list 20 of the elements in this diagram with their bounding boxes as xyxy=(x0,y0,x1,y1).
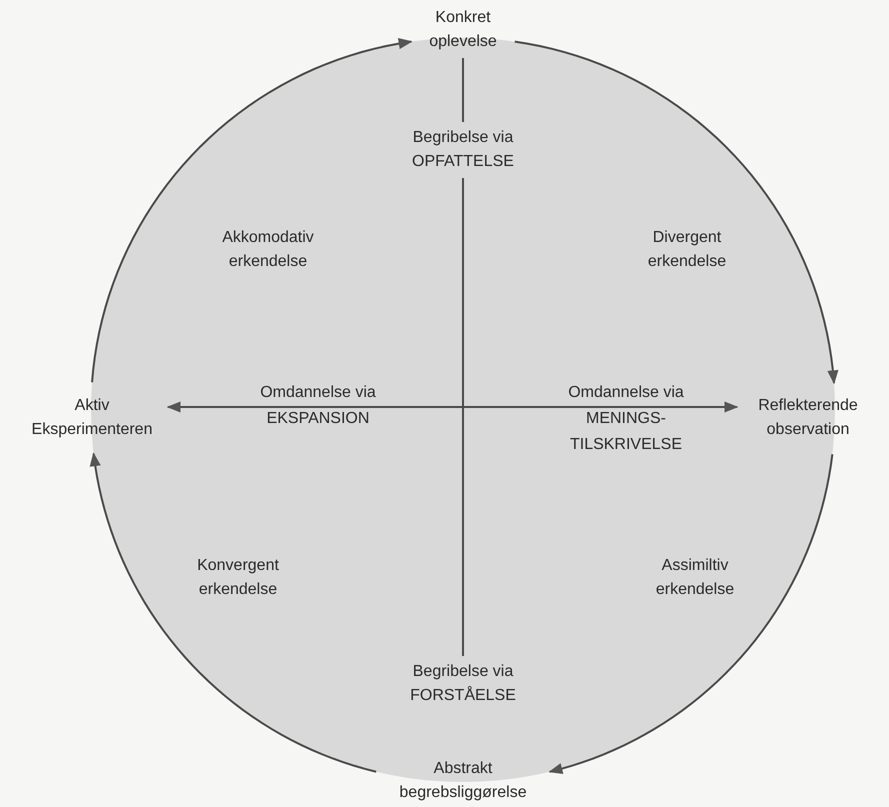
quadrant-label: Omdannelse via EKSPANSION xyxy=(259,383,377,429)
cycle-arrow xyxy=(91,38,413,382)
quadrant-label: Konvergent erkendelse xyxy=(196,556,280,600)
quadrant-label: Divergent erkendelse xyxy=(646,228,728,272)
stage-label: Konkret oplevelse xyxy=(423,6,503,54)
axis-line xyxy=(462,58,464,122)
stage-label: Begribelse via OPFATTELSE xyxy=(396,126,530,174)
cycle-arrow xyxy=(514,40,838,384)
stage-label: Begribelse via FORSTÅELSE xyxy=(396,660,530,708)
axis-line xyxy=(462,178,464,656)
cycle-arrow xyxy=(90,452,376,773)
stage-label: Reflekterende observation xyxy=(743,394,873,442)
stage-label: Aktiv Eksperimenteren xyxy=(22,394,162,442)
axis-arrow xyxy=(166,401,463,413)
cycle-arrow xyxy=(548,454,834,774)
axis-arrow xyxy=(463,401,738,413)
quadrant-label: Omdannelse via MENINGS- TILSKRIVELSE xyxy=(567,383,685,455)
quadrant-label: Assimiltiv erkendelse xyxy=(654,556,736,600)
stage-label: Abstrakt begrebsliggørelse xyxy=(388,757,538,805)
quadrant-label: Akkomodativ erkendelse xyxy=(221,228,315,272)
